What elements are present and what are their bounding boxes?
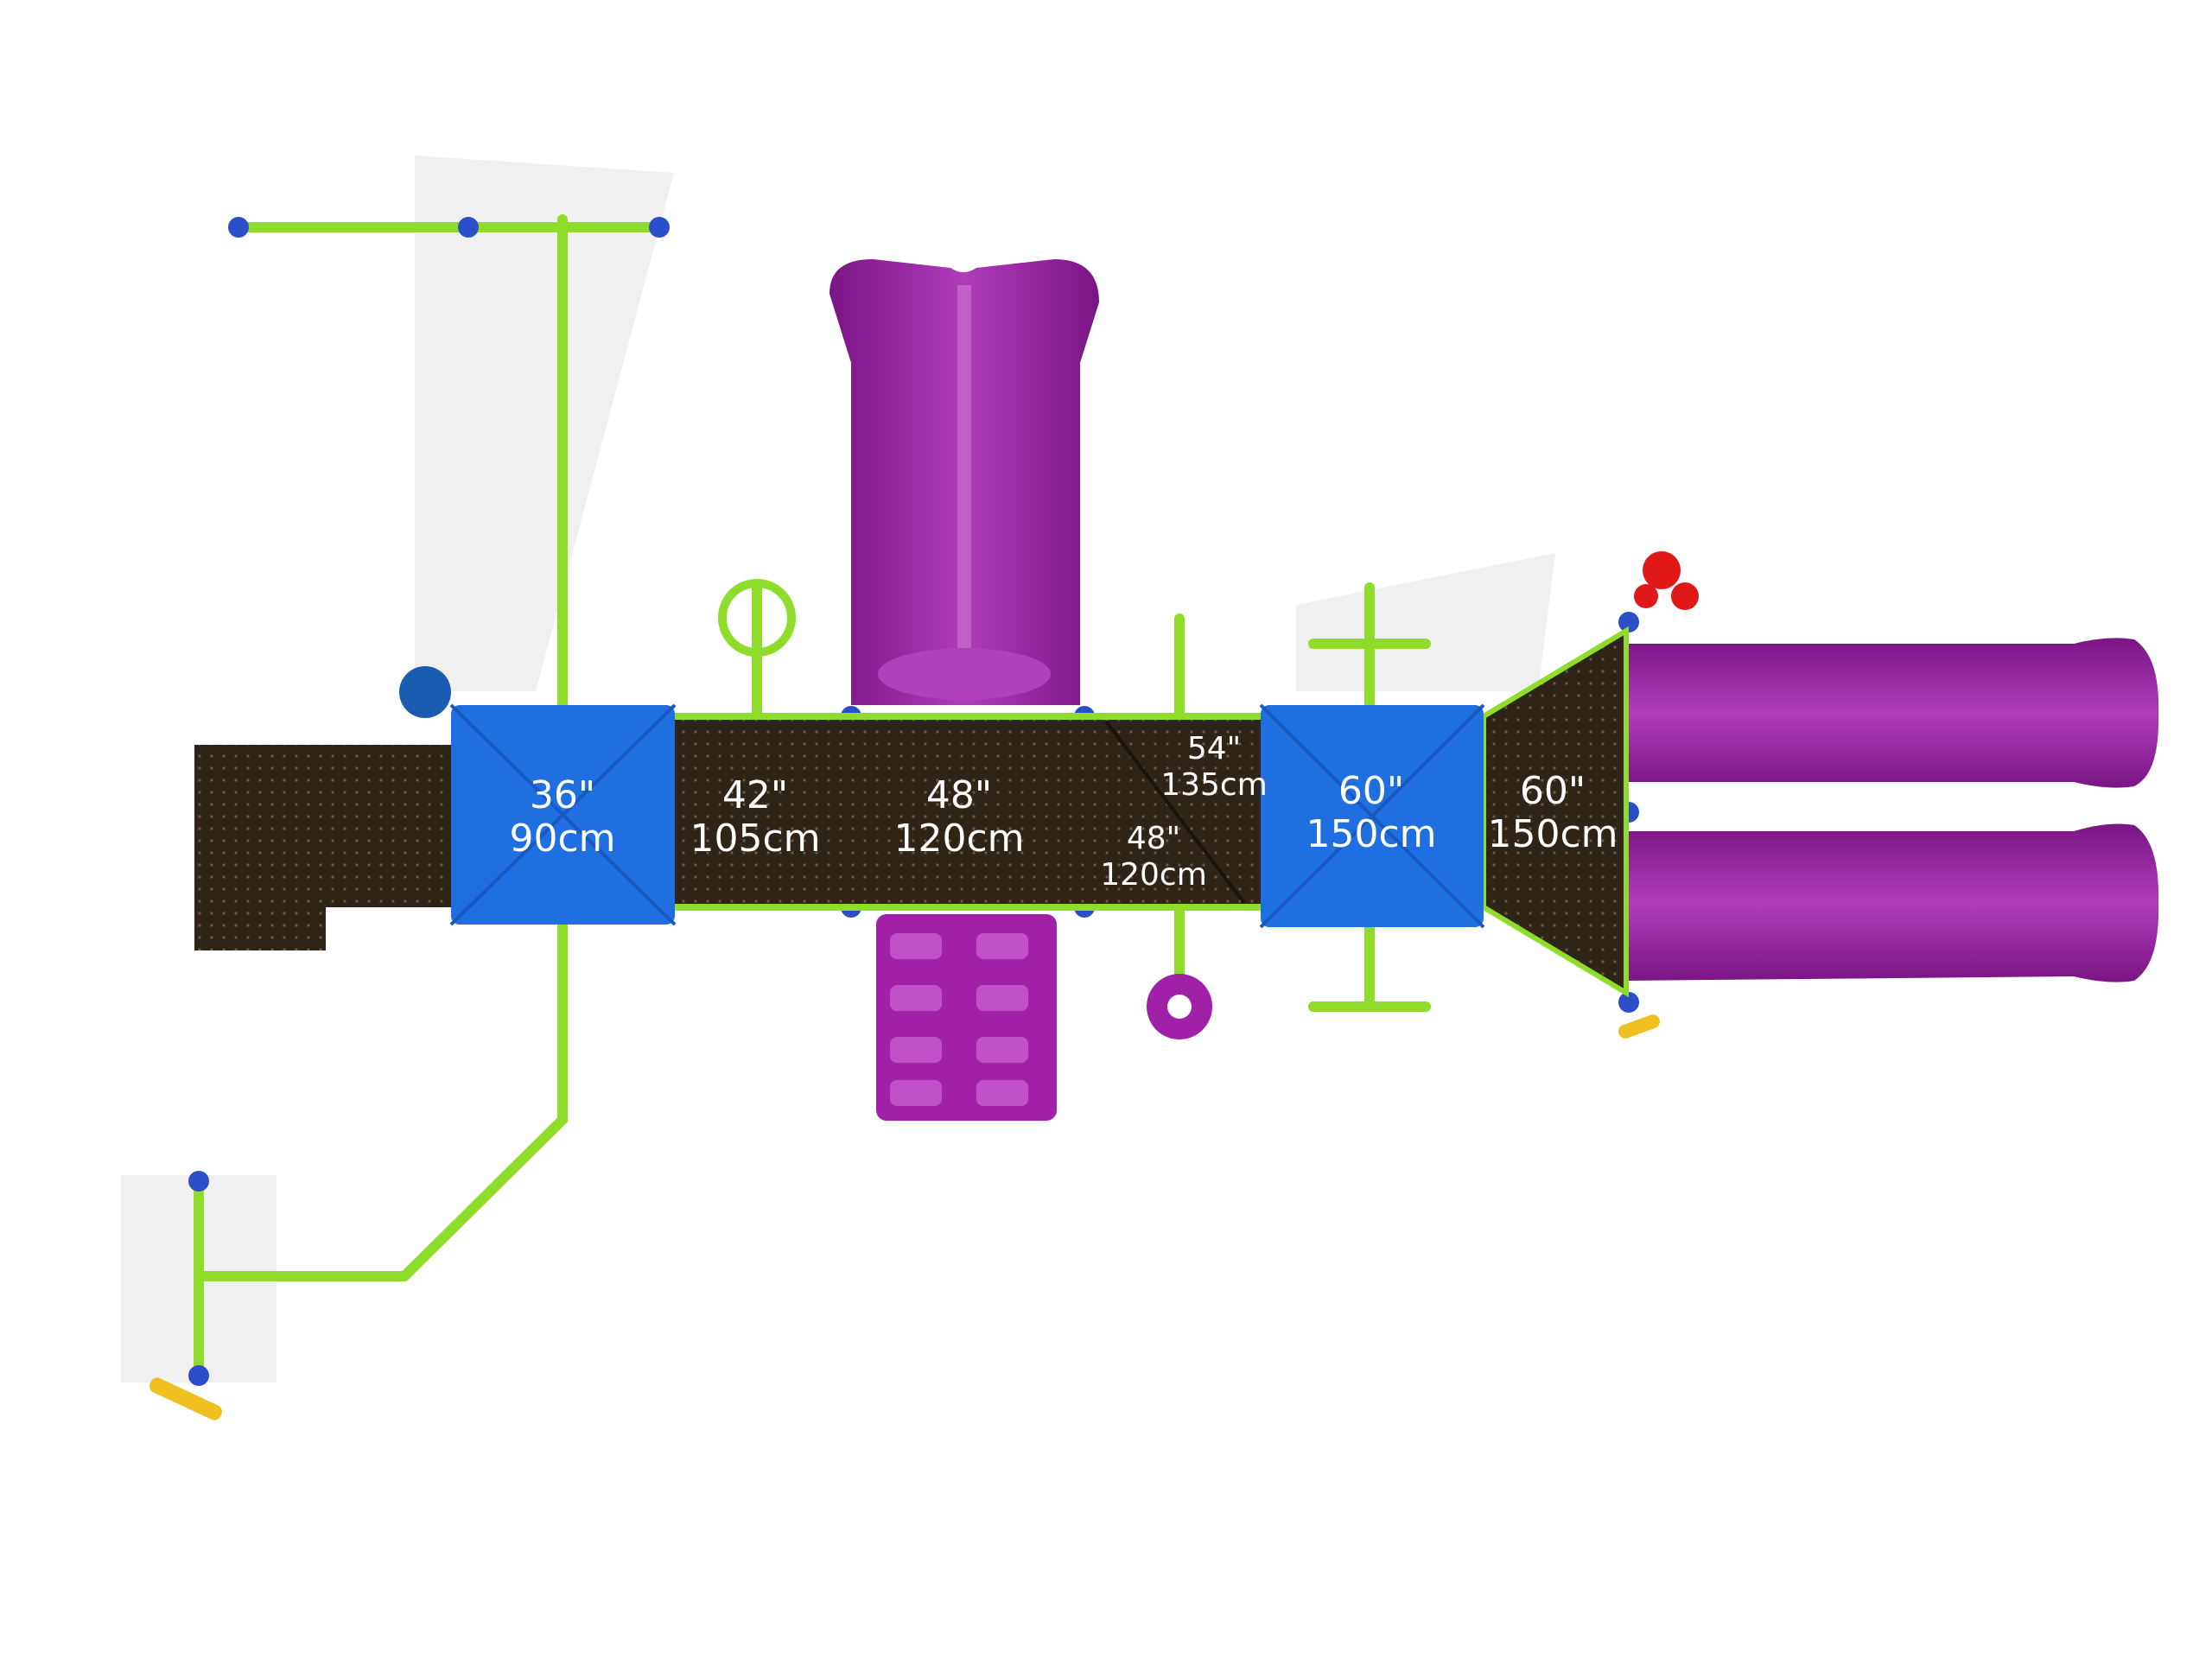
label-48-in: 48" — [926, 773, 992, 817]
spiral-climber — [718, 579, 796, 657]
label-54-cm: 135cm — [1160, 767, 1268, 803]
right-slide-lower — [1626, 823, 2159, 982]
label-48-cm: 120cm — [893, 817, 1024, 861]
label-60b-cm: 150cm — [1487, 812, 1618, 856]
label-48b-in: 48" — [1127, 821, 1180, 856]
climbing-holds — [890, 933, 1028, 1106]
yellow-handle-right — [1618, 1014, 1660, 1039]
height-labels: 36" 90cm 42" 105cm 48" 120cm 54" 135cm 4… — [509, 731, 1618, 893]
yellow-handle-left — [149, 1377, 222, 1421]
deck-48 — [851, 716, 1084, 907]
label-60-cm: 150cm — [1306, 812, 1436, 856]
label-42-cm: 105cm — [690, 817, 820, 861]
right-slide-upper — [1626, 638, 2159, 788]
roof-36 — [449, 703, 677, 926]
label-48b-cm: 120cm — [1100, 857, 1207, 893]
label-60b-in: 60" — [1520, 769, 1586, 813]
ball-panel — [399, 666, 451, 718]
stair-deck — [194, 745, 326, 950]
rock-climbing-wall — [876, 914, 1057, 1121]
deck-42 — [675, 716, 851, 907]
steering-wheel — [1147, 974, 1212, 1039]
label-36-cm: 90cm — [509, 817, 615, 861]
label-36-in: 36" — [530, 773, 595, 817]
label-42-in: 42" — [722, 773, 788, 817]
red-bubble-accessory — [1634, 551, 1699, 610]
entry-deck — [326, 745, 454, 907]
label-60-in: 60" — [1338, 769, 1404, 813]
label-54-in: 54" — [1187, 731, 1241, 766]
shadows — [121, 156, 1555, 1382]
roof-60 — [1259, 703, 1485, 929]
